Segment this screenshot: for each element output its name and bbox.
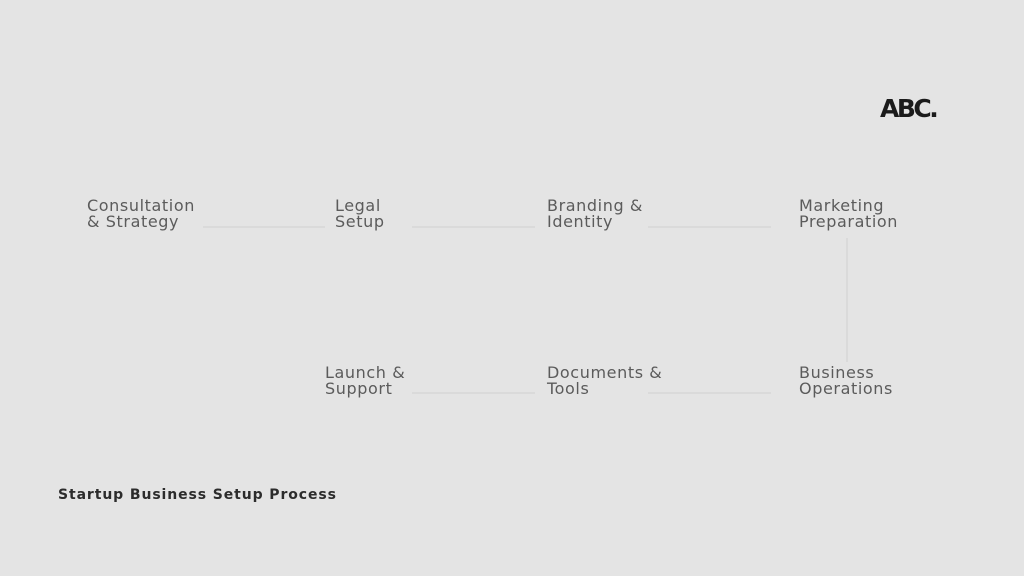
step-branding-identity: Branding & Identity	[547, 198, 643, 230]
logo-text: ABC.	[880, 94, 939, 123]
step-label-line2: Tools	[547, 379, 590, 398]
page-title: Startup Business Setup Process	[58, 487, 337, 503]
step-marketing-preparation: Marketing Preparation	[799, 198, 898, 230]
step-label-line2: Operations	[799, 379, 893, 398]
step-label-line2: Setup	[335, 212, 385, 231]
brand-logo: ABC.	[880, 88, 960, 130]
step-launch-support: Launch & Support	[325, 365, 405, 397]
step-business-operations: Business Operations	[799, 365, 893, 397]
step-label-line1: Branding &	[547, 196, 643, 215]
step-label-line1: Consultation	[87, 196, 195, 215]
step-documents-tools: Documents & Tools	[547, 365, 662, 397]
step-label-line1: Launch &	[325, 363, 406, 382]
step-label-line1: Documents &	[547, 363, 663, 382]
step-legal-setup: Legal Setup	[335, 198, 385, 230]
step-label-line2: & Strategy	[87, 212, 180, 231]
step-consultation-strategy: Consultation & Strategy	[87, 198, 195, 230]
step-label-line1: Business	[799, 363, 875, 382]
step-label-line2: Identity	[547, 212, 614, 231]
step-label-line1: Legal	[335, 196, 381, 215]
step-label-line2: Support	[325, 379, 393, 398]
step-label-line1: Marketing	[799, 196, 885, 215]
step-label-line2: Preparation	[799, 212, 899, 231]
